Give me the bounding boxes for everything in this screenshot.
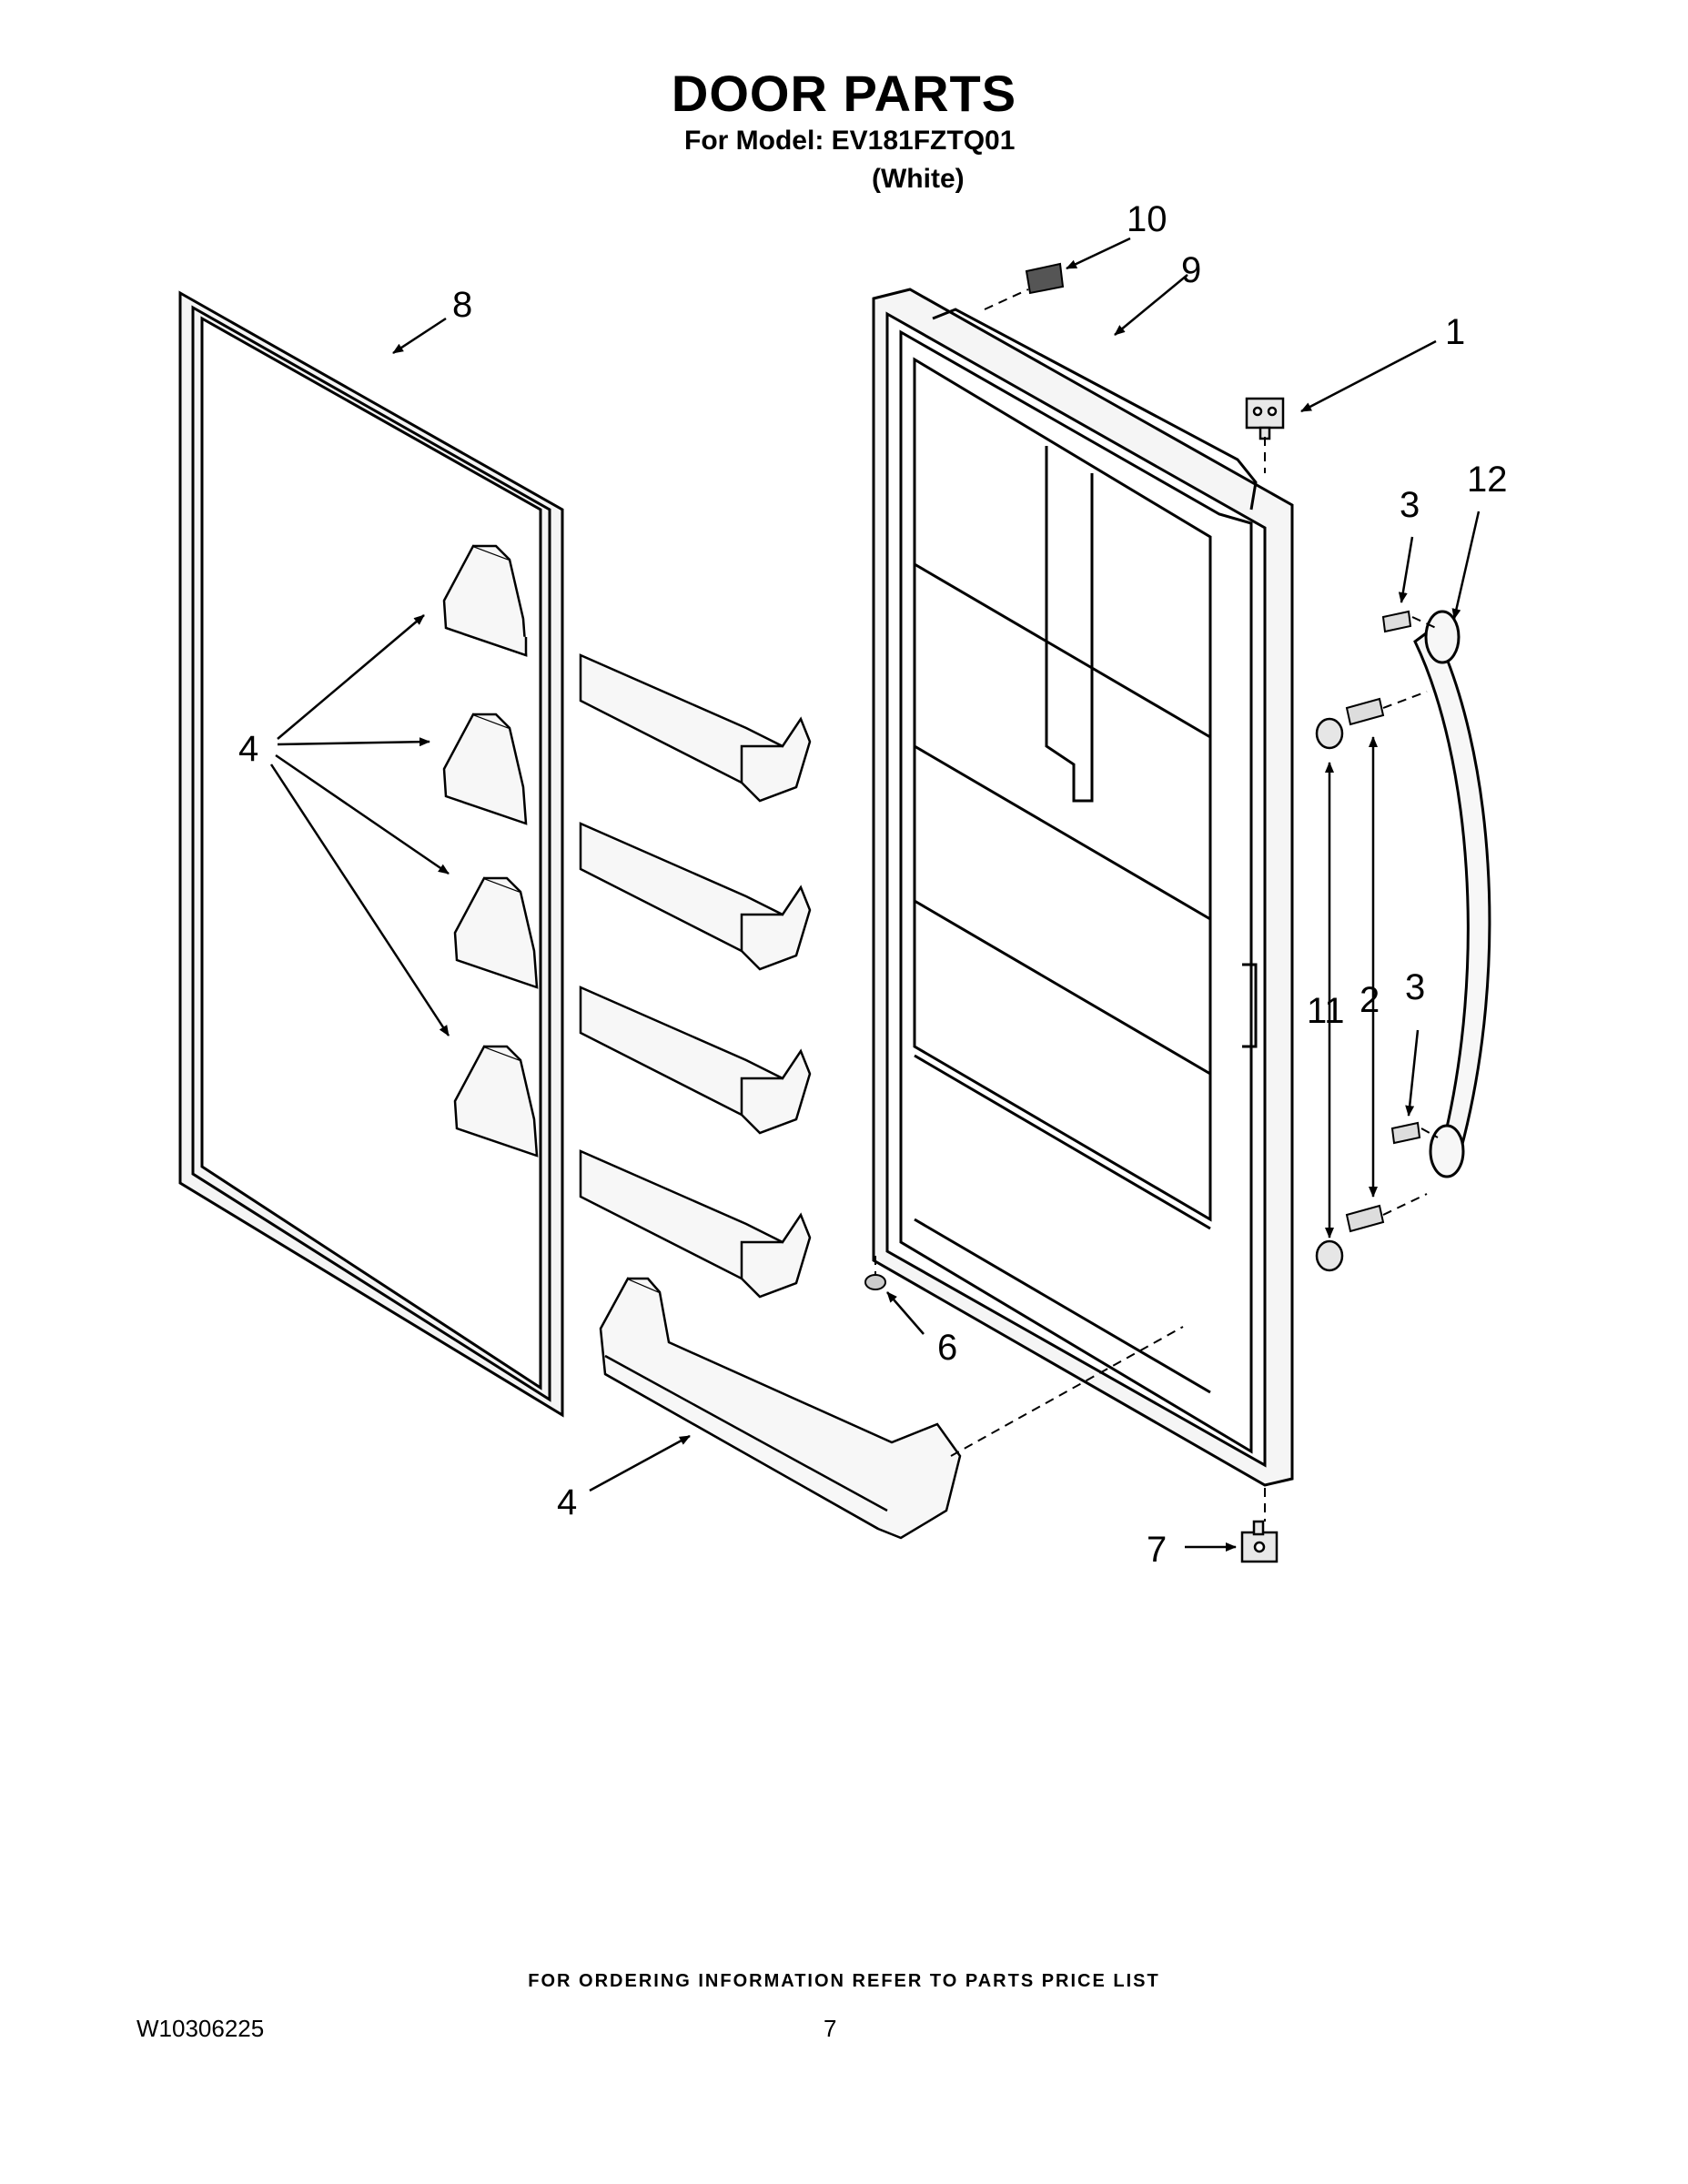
handle-spacers xyxy=(1315,717,1344,1272)
ordering-note: FOR ORDERING INFORMATION REFER TO PARTS … xyxy=(528,1971,1160,1991)
callout-3-lower: 3 xyxy=(1405,967,1425,1007)
door-bins-left xyxy=(442,544,539,1158)
door-handle xyxy=(1413,610,1491,1178)
callout-4-left: 4 xyxy=(238,729,258,769)
label-part xyxy=(1025,262,1065,295)
handle-studs xyxy=(1345,697,1385,1233)
callout-4-bottom: 4 xyxy=(557,1482,577,1522)
top-hinge xyxy=(1245,397,1285,440)
door-bins-right xyxy=(579,653,812,1299)
hinge-bushing xyxy=(864,1274,886,1290)
model-number: For Model: EV181FZTQ01 xyxy=(684,126,1016,156)
page-title: DOOR PARTS xyxy=(671,65,1017,122)
callout-10: 10 xyxy=(1127,199,1167,239)
document-number: W10306225 xyxy=(136,2015,265,2042)
callout-7: 7 xyxy=(1147,1530,1167,1570)
door-bin-bottom xyxy=(599,1277,962,1540)
callout-6: 6 xyxy=(937,1328,957,1368)
callout-2: 2 xyxy=(1359,980,1380,1020)
bottom-hinge xyxy=(1240,1520,1279,1563)
callout-11: 11 xyxy=(1307,991,1345,1031)
callout-9: 9 xyxy=(1181,250,1201,290)
callout-12: 12 xyxy=(1467,460,1508,500)
door-gasket xyxy=(178,290,564,1418)
door-liner xyxy=(872,288,1294,1487)
assembly-lines xyxy=(874,288,1439,1522)
model-color: (White) xyxy=(872,164,965,194)
page-number: 7 xyxy=(824,2015,837,2042)
callout-arrows xyxy=(269,237,1481,1552)
callout-8: 8 xyxy=(452,285,472,325)
callout-1: 1 xyxy=(1445,312,1465,352)
callout-3-upper: 3 xyxy=(1400,485,1420,525)
handle-screws xyxy=(1381,610,1421,1145)
